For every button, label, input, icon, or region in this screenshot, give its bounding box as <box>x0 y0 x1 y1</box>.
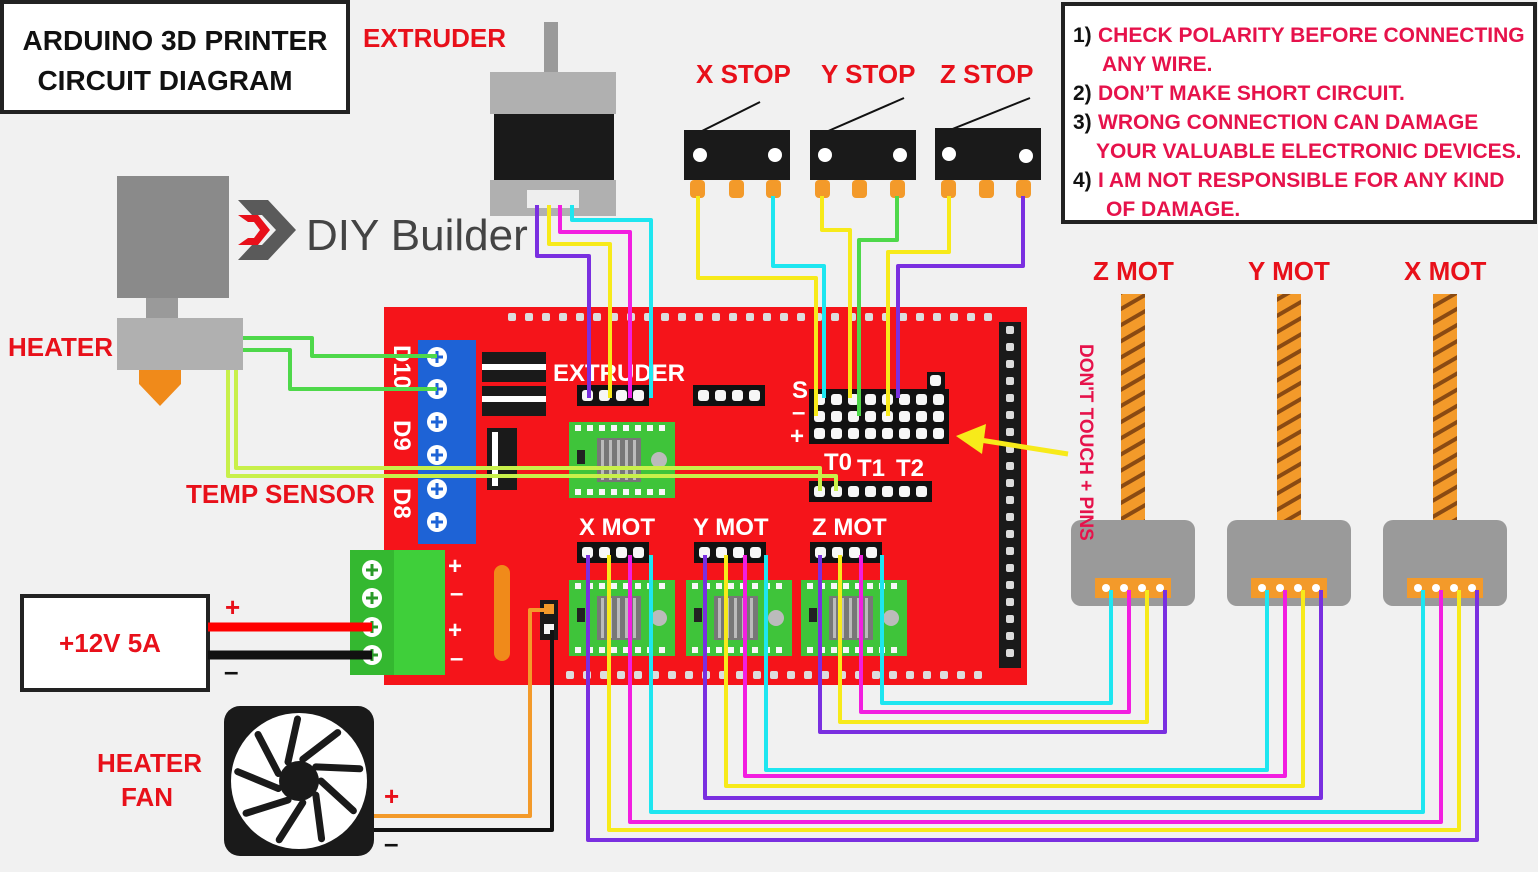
z-driver <box>801 580 907 656</box>
note-2-line-1: DON’T MAKE SHORT CIRCUIT. <box>1098 82 1405 105</box>
board-x-mot-label: X MOT <box>579 514 655 541</box>
pwr-minus-1: – <box>450 580 463 607</box>
note-3-num: 3) <box>1073 111 1092 134</box>
title-line-2: CIRCUIT DIAGRAM <box>37 65 292 96</box>
y-stepper-motor <box>1227 294 1351 606</box>
board-y-mot-label: Y MOT <box>693 514 769 541</box>
d9-label: D9 <box>388 420 415 451</box>
thermistor-header <box>809 481 932 502</box>
brand-name: DIY Builder <box>306 211 528 260</box>
y-stop-label: Y STOP <box>821 59 915 89</box>
y-driver <box>686 580 792 656</box>
extruder-driver <box>569 422 675 498</box>
note-3-line-2: YOUR VALUABLE ELECTRONIC DEVICES. <box>1096 140 1521 163</box>
plus-pin-label: + <box>790 423 804 450</box>
dont-touch-label: DON'T TOUCH + PINS <box>1075 344 1096 541</box>
d8-label: D8 <box>388 488 415 519</box>
note-1-line-2: ANY WIRE. <box>1102 53 1212 76</box>
board-extruder-label: EXTRUDER <box>553 360 685 387</box>
heater-fan: + – <box>224 706 399 858</box>
x-driver <box>569 580 675 656</box>
x-stop-label: X STOP <box>696 59 791 89</box>
heater-label: HEATER <box>8 332 113 362</box>
note-4-line-2: OF DAMAGE. <box>1106 198 1240 221</box>
board-right-header <box>1006 326 1014 657</box>
t1-label: T1 <box>857 455 885 482</box>
psu-minus-label: – <box>224 656 238 686</box>
power-supply-box: +12V 5A + – <box>20 592 240 692</box>
t2-label: T2 <box>896 455 924 482</box>
fan-plus-label: + <box>384 781 399 811</box>
note-4-num: 4) <box>1073 169 1092 192</box>
s-pin-label: S <box>792 377 808 404</box>
note-2-num: 2) <box>1073 82 1092 105</box>
heater-fan-label-2: FAN <box>121 782 173 812</box>
board-top-holes <box>508 313 992 321</box>
x-stepper-motor <box>1383 294 1507 606</box>
hotend-heater <box>117 176 243 406</box>
note-3-line-1: WRONG CONNECTION CAN DAMAGE <box>1098 111 1478 134</box>
diy-builder-logo: DIY Builder <box>238 200 528 260</box>
note-1-num: 1) <box>1073 24 1092 47</box>
extruder-label: EXTRUDER <box>363 23 506 53</box>
pwr-plus-1: + <box>448 553 462 580</box>
notes-box: 1) CHECK POLARITY BEFORE CONNECTING ANY … <box>1061 2 1537 224</box>
x-endstop-switch <box>684 101 790 198</box>
note-1-line-1: CHECK POLARITY BEFORE CONNECTING <box>1098 24 1525 47</box>
title-line-1: ARDUINO 3D PRINTER <box>23 25 328 56</box>
z-endstop-switch <box>935 97 1041 198</box>
z-motor-header <box>810 542 882 563</box>
temp-sensor-label: TEMP SENSOR <box>186 479 375 509</box>
psu-plus-label: + <box>225 592 240 622</box>
aux-header <box>693 385 765 406</box>
wiring <box>226 196 1479 842</box>
y-endstop-switch <box>810 97 916 198</box>
blue-screw-terminal <box>427 347 447 532</box>
z-stepper-motor <box>1071 294 1195 606</box>
y-mot-label: Y MOT <box>1248 256 1330 286</box>
board-z-mot-label: Z MOT <box>812 514 887 541</box>
x-mot-label: X MOT <box>1404 256 1486 286</box>
t0-label: T0 <box>824 449 852 476</box>
dont-touch-arrow <box>956 424 1069 457</box>
heater-fan-label-1: HEATER <box>97 748 202 778</box>
fan-minus-label: – <box>384 828 398 858</box>
psu-label: +12V 5A <box>59 628 161 658</box>
d10-label: D10 <box>388 345 415 389</box>
z-mot-label: Z MOT <box>1093 256 1174 286</box>
extruder-stepper-motor <box>490 22 616 216</box>
z-stop-label: Z STOP <box>940 59 1033 89</box>
pwr-plus-2: + <box>448 617 462 644</box>
title-box: ARDUINO 3D PRINTER CIRCUIT DIAGRAM <box>0 0 350 114</box>
minus-pin-label: – <box>792 399 805 426</box>
note-4-line-1: I AM NOT RESPONSIBLE FOR ANY KIND <box>1098 169 1504 192</box>
pwr-minus-2: – <box>450 645 463 672</box>
